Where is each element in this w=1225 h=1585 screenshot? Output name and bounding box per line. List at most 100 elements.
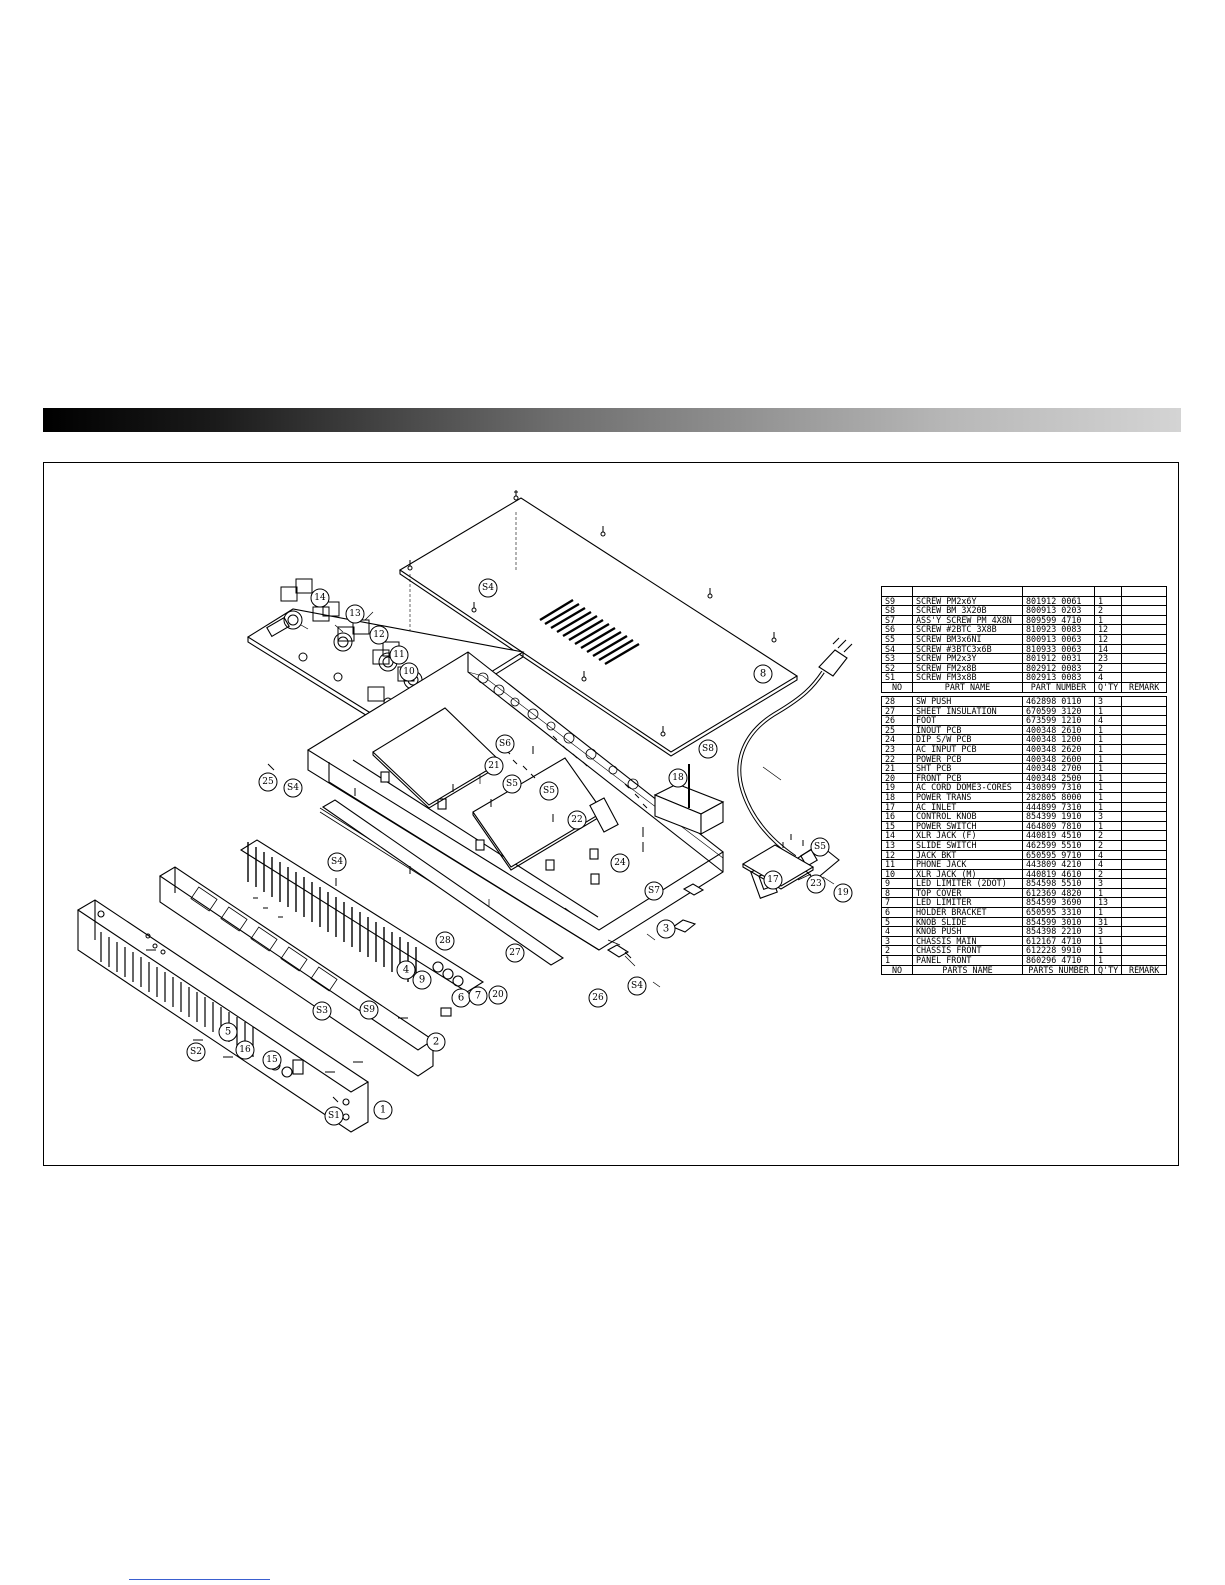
table-cell-number: 282805 8000 <box>1022 791 1095 803</box>
table-cell <box>1093 586 1123 597</box>
table-cell-remark <box>1121 916 1168 928</box>
table-cell-no: 12 <box>881 849 913 861</box>
table-cell-qty: 4 <box>1093 715 1123 726</box>
table-cell-remark <box>1121 945 1168 957</box>
table-cell-qty: 2 <box>1093 868 1123 880</box>
table-cell-no: 27 <box>881 705 913 717</box>
table-cell-no: 14 <box>881 830 913 841</box>
table-cell-remark <box>1121 791 1168 803</box>
table-cell-remark <box>1121 801 1168 813</box>
table-cell-no: 2 <box>881 945 913 957</box>
table-cell-name: AC INPUT PCB <box>912 743 1023 755</box>
callout-15: 15 <box>266 1055 278 1065</box>
table-cell-name: SCREW BM 3X20B <box>912 605 1023 616</box>
callout-18: 18 <box>672 773 684 783</box>
table-cell-number: 464809 7810 <box>1022 820 1095 832</box>
table-cell-remark <box>1121 753 1168 765</box>
table-cell-qty: 14 <box>1093 643 1123 655</box>
table-cell-qty: 1 <box>1093 724 1123 736</box>
table-cell-name: FOOT <box>912 715 1023 726</box>
table-cell-remark <box>1121 926 1168 937</box>
table-cell-number: 810923 0083 <box>1022 624 1095 635</box>
table-cell <box>1121 586 1168 597</box>
table-cell-qty: 1 <box>1093 595 1123 607</box>
callout-28: 28 <box>439 936 451 946</box>
table-cell-name: SHEET INSULATION <box>912 705 1023 717</box>
table-blank-row <box>881 586 1168 597</box>
table-cell-name: LED LIMITER <box>912 897 1023 909</box>
table-cell-remark <box>1121 811 1168 822</box>
table-cell-remark <box>1121 839 1168 851</box>
table-cell-name: PANEL FRONT <box>912 955 1023 966</box>
footer-link-underline <box>129 1579 270 1580</box>
table-cell-number: 444899 7310 <box>1022 801 1095 813</box>
table-cell-no: 15 <box>881 820 913 832</box>
table-cell-name: KNOB PUSH <box>912 926 1023 937</box>
table-cell-name: LED LIMITER (2DOT) <box>912 878 1023 889</box>
table-cell-no: 4 <box>881 926 913 937</box>
table-cell-number: 612167 4710 <box>1022 935 1095 947</box>
table-cell-no: 5 <box>881 916 913 928</box>
table-cell-number: 801912 0031 <box>1022 653 1095 664</box>
callout-20: 20 <box>492 990 504 1000</box>
table-cell-no: 23 <box>881 743 913 755</box>
table-cell-name: FRONT PCB <box>912 772 1023 784</box>
callout-s5-c: S5 <box>814 842 826 852</box>
table-cell-no: 25 <box>881 724 913 736</box>
screws <box>145 735 804 1103</box>
table-cell-qty: 4 <box>1093 672 1123 683</box>
table-cell-no: S4 <box>881 643 913 655</box>
table-cell-name: SCREW PM2x3Y <box>912 653 1023 664</box>
sheet-insulation <box>321 799 565 966</box>
table-cell-remark <box>1121 859 1168 870</box>
table-cell-no: 7 <box>881 897 913 909</box>
callout-s8: S8 <box>702 744 714 754</box>
table-cell-qty: 4 <box>1093 859 1123 870</box>
table-cell-qty: 2 <box>1093 839 1123 851</box>
table-cell-remark <box>1121 614 1168 626</box>
table-cell-remark <box>1121 672 1168 683</box>
table-cell-qty: 31 <box>1093 916 1123 928</box>
table-cell-qty: 1 <box>1093 734 1123 745</box>
callout-14: 14 <box>314 593 326 603</box>
table-cell-remark <box>1121 849 1168 861</box>
table-cell-number: 673599 1210 <box>1022 715 1095 726</box>
callout-3: 3 <box>663 924 669 935</box>
table-cell-name: SCREW FM3x8B <box>912 672 1023 683</box>
callout-s9: S9 <box>363 1005 375 1015</box>
table-cell-name: SCREW FM2x8B <box>912 662 1023 674</box>
table-cell-remark <box>1121 705 1168 717</box>
table-cell-no: 3 <box>881 935 913 947</box>
table-cell-name: PHONE JACK <box>912 859 1023 870</box>
callout-25: 25 <box>262 777 274 787</box>
callout-s7: S7 <box>648 886 660 896</box>
table-cell-remark <box>1121 830 1168 841</box>
table-cell-qty: 3 <box>1093 926 1123 937</box>
table-cell-no: S8 <box>881 605 913 616</box>
table-cell-remark <box>1121 605 1168 616</box>
table-header-no: NO <box>881 681 913 693</box>
table-cell-name: XLR JACK (F) <box>912 830 1023 841</box>
table-cell-qty: 23 <box>1093 653 1123 664</box>
table-cell-no: 9 <box>881 878 913 889</box>
table-cell-qty: 1 <box>1093 820 1123 832</box>
table-cell-no: 21 <box>881 763 913 774</box>
table-cell-number: 400348 2500 <box>1022 772 1095 784</box>
table-cell-qty: 1 <box>1093 772 1123 784</box>
inout-pcb <box>246 578 525 736</box>
